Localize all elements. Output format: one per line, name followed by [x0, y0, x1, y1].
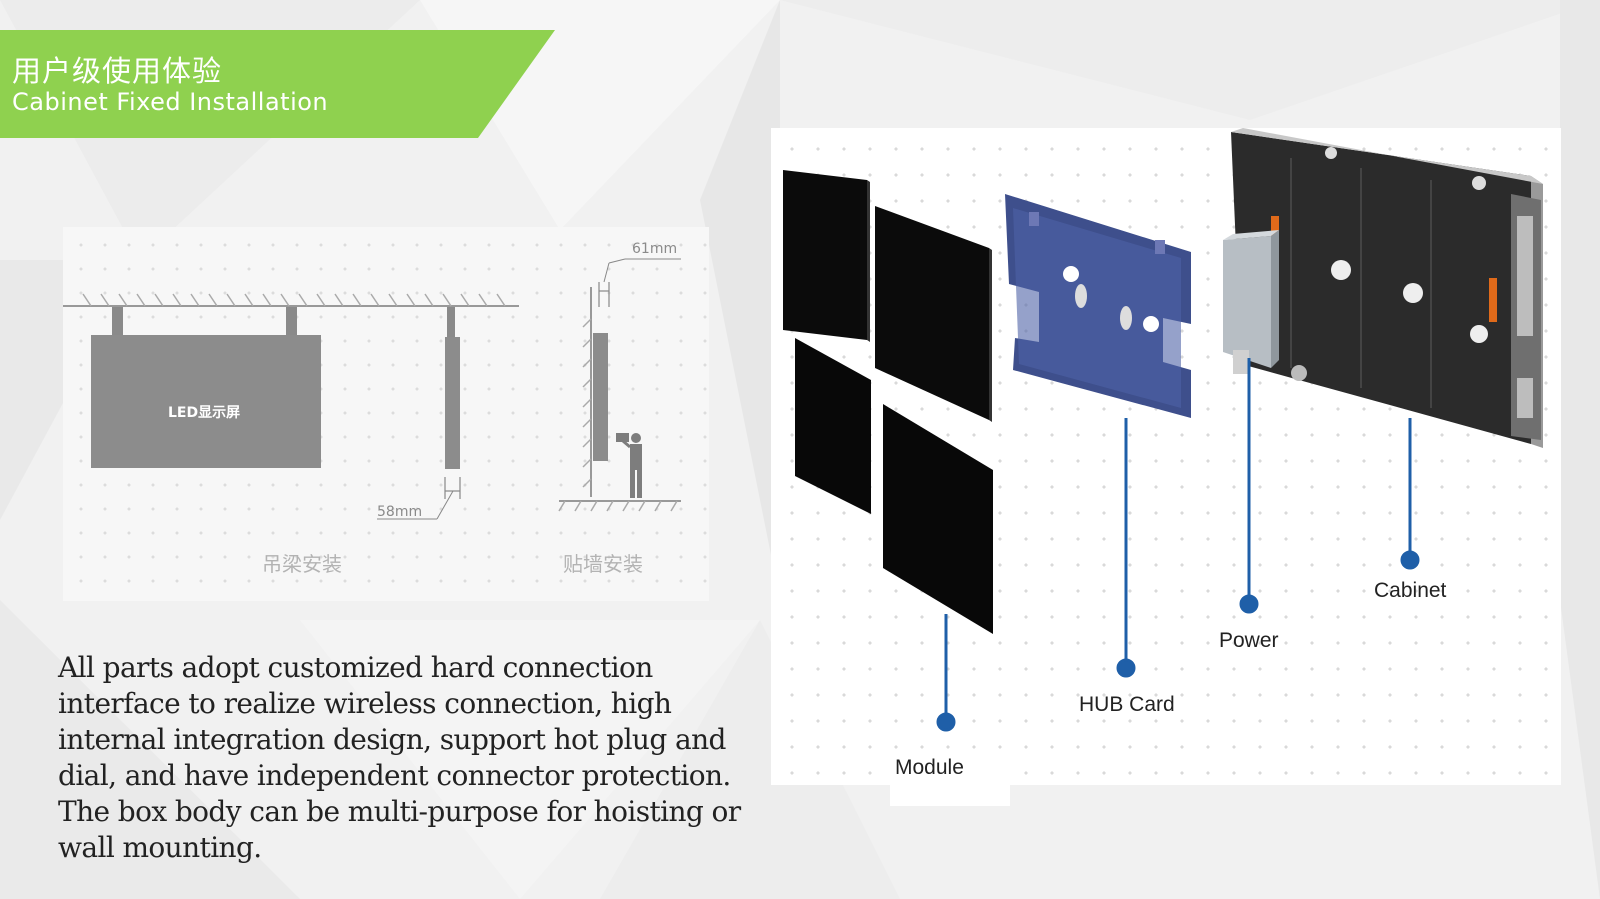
caption-beam-mount: 吊梁安装 — [262, 552, 342, 576]
caption-wall-mount: 贴墙安装 — [563, 552, 643, 576]
callout-cabinet: Cabinet — [1374, 579, 1447, 602]
module-tiles — [783, 170, 993, 634]
banner-title-en: Cabinet Fixed Installation — [12, 88, 329, 116]
dim-61mm: 61mm — [632, 241, 678, 257]
installation-diagram: LED显示屏 61mm 58mm 吊梁安装 贴墙安装 — [63, 227, 709, 601]
hub-card — [1005, 194, 1191, 418]
callout-hub-card: HUB Card — [1079, 693, 1175, 716]
installation-drawing — [63, 258, 681, 520]
banner-shape — [0, 30, 555, 138]
header-banner — [0, 30, 555, 138]
cabinet — [1223, 128, 1543, 448]
module-label-box — [890, 752, 1010, 806]
led-screen-label: LED显示屏 — [168, 405, 241, 421]
callout-module: Module — [895, 756, 964, 779]
dim-58mm: 58mm — [377, 504, 423, 520]
banner-title-cn: 用户级使用体验 — [12, 54, 223, 88]
exploded-view — [771, 128, 1561, 785]
exploded-drawing — [783, 128, 1543, 732]
callout-power: Power — [1219, 629, 1279, 652]
description-text: All parts adopt customized hard connecti… — [58, 651, 741, 864]
